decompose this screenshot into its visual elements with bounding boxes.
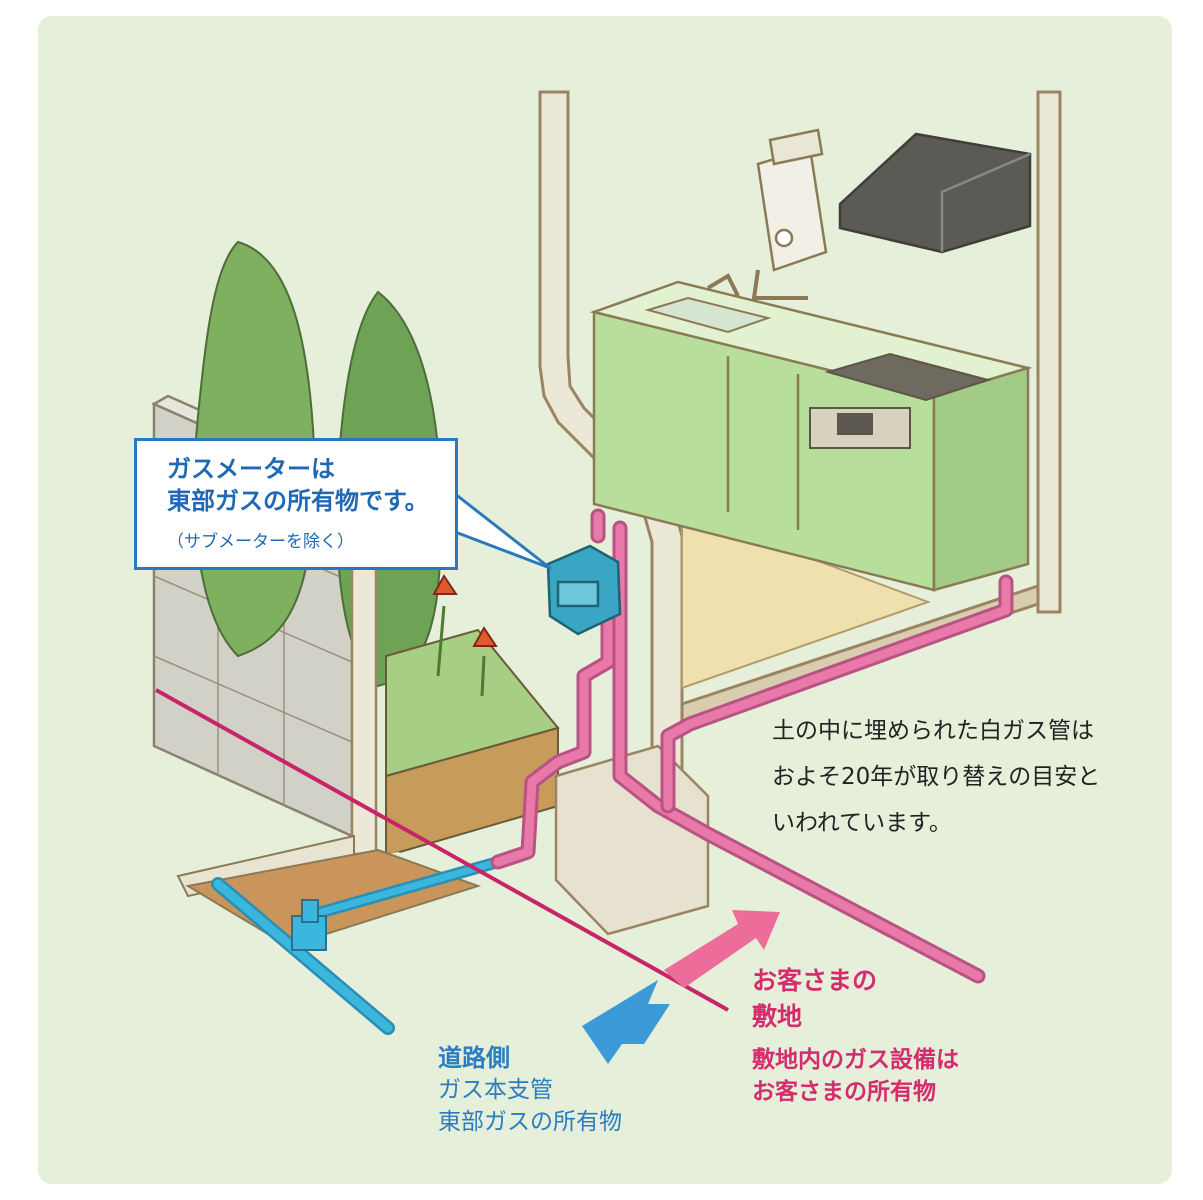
road-side-heading: 道路側: [438, 1044, 510, 1072]
road-side-line-1: ガス本支管: [438, 1077, 553, 1103]
property-side-arrow-icon: [664, 910, 780, 988]
road-side-arrow-icon: [582, 980, 670, 1064]
note-line-3: いわれています。: [772, 810, 952, 836]
callout-line-3: （サブメーターを除く）: [167, 532, 354, 552]
property-boundary-line: [155, 688, 729, 1012]
sink-icon: [644, 273, 772, 334]
pipe-replacement-note: 土の中に埋められた白ガス管は およそ20年が取り替えの目安と いわれています。: [772, 708, 1100, 846]
property-side-line-2: お客さまの所有物: [752, 1079, 936, 1105]
garden-bed: [385, 628, 560, 858]
valve-icon: [291, 899, 327, 951]
kitchen-counter: [589, 280, 1033, 592]
gas-meter-callout: ガスメーターは 東部ガスの所有物です。 （サブメーターを除く）: [134, 438, 458, 570]
road-side-line-2: 東部ガスの所有物: [438, 1109, 622, 1135]
diagram-panel: ガスメーターは 東部ガスの所有物です。 （サブメーターを除く） 土の中に埋められ…: [38, 16, 1172, 1184]
callout-line-2: 東部ガスの所有物です。: [167, 487, 429, 515]
property-side-heading-2: 敷地: [752, 1002, 803, 1031]
tulip-icon: [432, 574, 498, 697]
property-side-line-1: 敷地内のガス設備は: [752, 1047, 959, 1073]
gas-stove-icon: [809, 352, 992, 449]
range-hood-icon: [838, 132, 1032, 254]
note-line-1: 土の中に埋められた白ガス管は: [772, 718, 1094, 744]
street-gas-pipe: [211, 856, 504, 1035]
property-gas-pipe: [490, 508, 1014, 984]
callout-line-1: ガスメーターは: [167, 455, 335, 483]
gas-pipe-illustration: [38, 16, 1172, 1184]
property-side-heading-1: お客さまの: [752, 966, 878, 995]
gas-meter-icon: [546, 544, 622, 636]
water-heater-icon: [751, 128, 828, 300]
note-line-2: およそ20年が取り替えの目安と: [772, 764, 1101, 790]
